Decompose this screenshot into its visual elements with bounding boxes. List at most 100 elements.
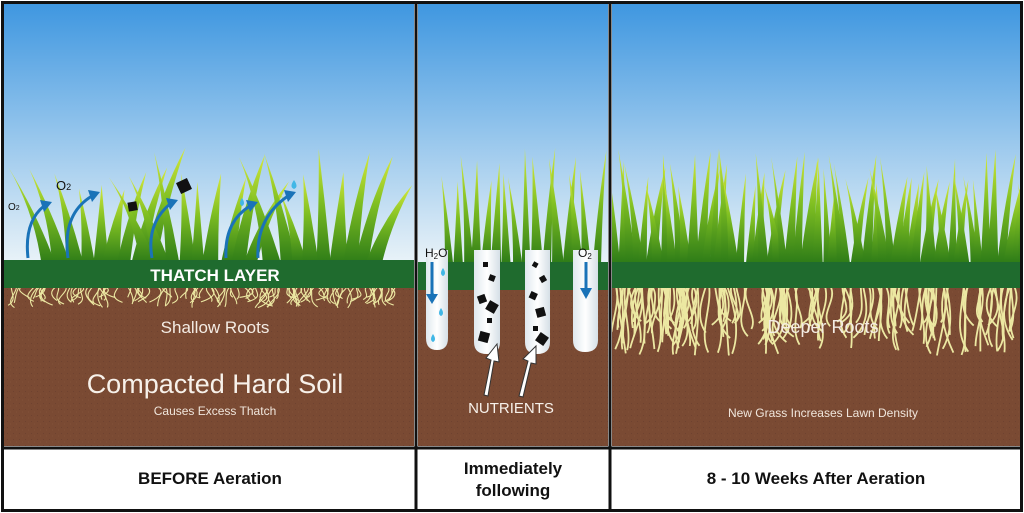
grass-blade bbox=[910, 171, 925, 262]
root-strand bbox=[699, 285, 707, 334]
grass-blade bbox=[687, 154, 699, 262]
soil bbox=[4, 262, 414, 446]
grass-blade bbox=[490, 162, 502, 262]
nutrient-particle-icon bbox=[531, 261, 539, 269]
root-strand bbox=[778, 285, 795, 338]
root-strand bbox=[620, 285, 630, 350]
grass-blade bbox=[542, 147, 556, 262]
grass-blade bbox=[593, 150, 607, 262]
root-strand bbox=[634, 285, 642, 343]
root-strand bbox=[663, 285, 673, 330]
root-strand bbox=[629, 285, 643, 349]
grass-blade bbox=[1011, 192, 1020, 262]
grass-blade bbox=[78, 188, 95, 262]
grass-blades bbox=[441, 147, 607, 262]
thatch-layer bbox=[4, 260, 414, 288]
root-strand bbox=[717, 285, 723, 354]
water-drop-icon bbox=[240, 198, 244, 206]
root-strand bbox=[794, 285, 803, 329]
root-strand bbox=[889, 285, 898, 334]
grass-blade bbox=[792, 151, 805, 262]
root-strand bbox=[816, 285, 824, 349]
grass-blade bbox=[638, 176, 649, 262]
grass-blade bbox=[508, 177, 522, 262]
root-strand bbox=[995, 285, 1002, 352]
grass-blade bbox=[879, 156, 896, 262]
root-strand bbox=[616, 285, 622, 330]
grass-blade bbox=[972, 179, 983, 262]
root-strand bbox=[801, 285, 815, 325]
grass-blade bbox=[812, 163, 823, 262]
grass-blade bbox=[953, 173, 970, 262]
root-strand bbox=[729, 285, 739, 323]
grass-blade bbox=[239, 157, 281, 262]
lawn-density-label: New Grass Increases Lawn Density bbox=[728, 406, 918, 420]
aeration-hole bbox=[573, 250, 598, 352]
thatch-layer bbox=[612, 262, 1020, 288]
root-strand bbox=[693, 285, 700, 356]
root-strand bbox=[962, 285, 967, 353]
root-strand bbox=[764, 285, 774, 346]
grass-blade bbox=[980, 152, 991, 262]
grass-blade bbox=[549, 158, 564, 262]
grass-blade bbox=[1017, 212, 1020, 262]
root-strand bbox=[1008, 285, 1015, 332]
nutrient-particle-icon bbox=[127, 201, 138, 212]
grass-blade bbox=[663, 177, 677, 262]
root-strand bbox=[722, 285, 730, 328]
root-strand bbox=[771, 285, 782, 337]
grass-blade bbox=[645, 184, 664, 262]
root-strand bbox=[740, 285, 749, 337]
grass-blade bbox=[771, 156, 788, 262]
grass-blade bbox=[343, 152, 370, 262]
root-strand bbox=[666, 285, 676, 322]
root-strand bbox=[885, 285, 891, 334]
grass-blade bbox=[530, 156, 543, 262]
root-strand bbox=[680, 285, 689, 329]
root-strand bbox=[651, 285, 663, 334]
root-strand bbox=[1003, 285, 1014, 341]
grass-blade bbox=[108, 177, 157, 262]
root-strand bbox=[904, 285, 915, 326]
grass-blade bbox=[569, 174, 583, 262]
root-strand bbox=[863, 285, 875, 336]
root-strand bbox=[855, 285, 863, 324]
grass-blade bbox=[279, 190, 307, 262]
grass-blade bbox=[521, 148, 531, 262]
arrow-up-icon bbox=[483, 342, 500, 397]
grass-blade bbox=[8, 166, 55, 262]
root-strand bbox=[852, 285, 868, 339]
root-strand bbox=[685, 285, 698, 325]
water-drop-icon bbox=[431, 334, 435, 342]
grass-blade bbox=[948, 158, 957, 262]
grass-blade bbox=[329, 172, 348, 262]
before-caption: BEFORE Aeration bbox=[138, 469, 282, 488]
o2-label: O2 bbox=[56, 178, 71, 193]
root-strand bbox=[703, 285, 711, 353]
nutrient-particle-icon bbox=[485, 300, 499, 314]
root-strand bbox=[825, 285, 833, 327]
caption-row bbox=[4, 448, 1020, 509]
root-strand bbox=[691, 285, 701, 347]
root-strand bbox=[994, 285, 1006, 353]
grass-blade bbox=[624, 162, 644, 262]
root-strand bbox=[711, 285, 724, 326]
root-strand bbox=[671, 285, 682, 355]
nutrient-particle-icon bbox=[176, 178, 192, 194]
grass-blade bbox=[746, 185, 756, 262]
compacted-soil-label: Compacted Hard Soil bbox=[87, 369, 344, 399]
root-strand bbox=[612, 285, 619, 333]
nutrient-particle-icon bbox=[533, 326, 538, 331]
root-strand bbox=[651, 285, 662, 323]
during-caption-line2: following bbox=[476, 481, 551, 500]
nutrient-particle-icon bbox=[528, 291, 538, 301]
dense-grass bbox=[612, 148, 1020, 262]
after-panel: Deeper Roots New Grass Increases Lawn De… bbox=[612, 4, 1020, 446]
grass-blade bbox=[784, 156, 798, 262]
water-drop-icon bbox=[291, 180, 297, 189]
grass-blade bbox=[766, 169, 786, 262]
root-strand bbox=[656, 285, 662, 353]
grass-blade bbox=[869, 168, 890, 262]
